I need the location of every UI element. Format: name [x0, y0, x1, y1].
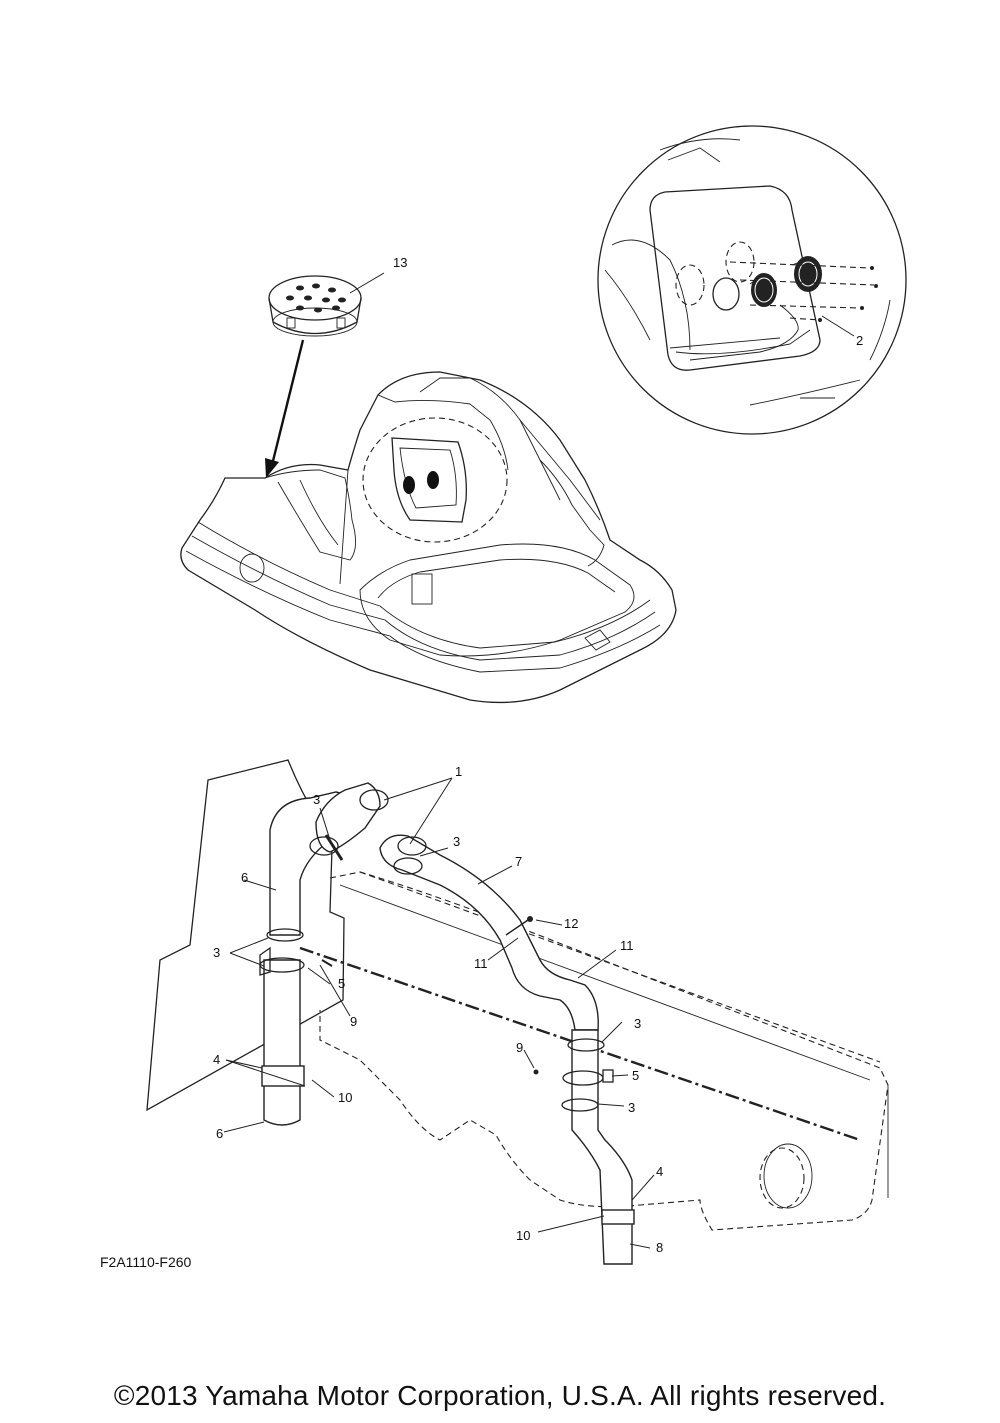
callout-10-right: 10 [516, 1228, 530, 1243]
deck-assembly [180, 371, 677, 704]
callout-9-left: 9 [350, 1014, 357, 1029]
callout-13: 13 [393, 255, 407, 270]
callout-4-left: 4 [213, 1052, 220, 1067]
callout-3-top-left: 3 [313, 792, 320, 807]
callout-6-lower: 6 [216, 1126, 223, 1141]
leader-lines [223, 272, 855, 1249]
callout-11-left: 11 [474, 956, 488, 971]
figure-code: F2A1110-F260 [100, 1254, 192, 1270]
callout-labels: 13 2 1 3 3 3 6 7 12 11 11 5 9 4 10 6 3 9… [213, 255, 863, 1255]
callout-10-left: 10 [338, 1090, 352, 1105]
callout-9-right: 9 [516, 1040, 523, 1055]
callout-7: 7 [515, 854, 522, 869]
callout-4-right: 4 [656, 1164, 663, 1179]
callout-5-right: 5 [632, 1068, 639, 1083]
hose-system [146, 759, 889, 1265]
callout-3-right-lower: 3 [628, 1100, 635, 1115]
callout-3-right-upper: 3 [634, 1016, 641, 1031]
callout-11-right: 11 [620, 938, 634, 953]
callout-12: 12 [564, 916, 578, 931]
vent-detail-inset [597, 125, 907, 435]
callout-6-upper: 6 [241, 870, 248, 885]
callout-3-top-mid: 3 [453, 834, 460, 849]
callout-2: 2 [856, 333, 863, 348]
vent-cap-13 [268, 275, 362, 337]
callout-8: 8 [656, 1240, 663, 1255]
callout-1: 1 [455, 764, 462, 779]
install-arrow [265, 339, 305, 478]
callout-3-left: 3 [213, 945, 220, 960]
callout-5-left: 5 [338, 976, 345, 991]
copyright-notice: ©2013 Yamaha Motor Corporation, U.S.A. A… [113, 1380, 887, 1411]
